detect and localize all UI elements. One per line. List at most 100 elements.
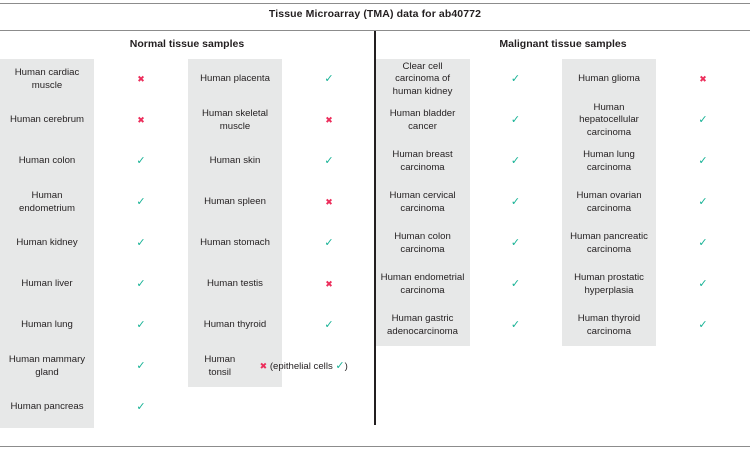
positive-check-icon: ✓	[136, 360, 146, 372]
label-band	[188, 59, 282, 387]
tissue-label: Human cerebrum	[9, 114, 85, 126]
tissue-label: Human kidney	[16, 237, 78, 249]
tissue-label: Human testis	[207, 278, 263, 290]
tissue-label: Human tonsil	[204, 354, 236, 378]
positive-check-icon: ✓	[324, 155, 334, 167]
table-row: Human mammary gland✓	[0, 346, 188, 387]
staining-result: ✓	[656, 114, 750, 127]
table-row: Human cervical carcinoma✓	[376, 182, 562, 223]
positive-check-icon: ✓	[510, 73, 521, 85]
staining-result: ✖	[282, 278, 376, 291]
table-row: Human kidney ✓	[0, 223, 188, 264]
tissue-label: Human endometrial carcinoma	[380, 272, 465, 296]
top-rule	[0, 3, 750, 4]
staining-result: ✓	[282, 73, 376, 86]
tissue-label: Human colon	[18, 155, 76, 167]
staining-result: ✓	[94, 319, 188, 332]
staining-result: ✓	[656, 237, 750, 250]
table-row: Human colon✓	[0, 141, 188, 182]
staining-result: ✓	[469, 196, 562, 209]
table-row: Human lung carcinoma✓	[562, 141, 750, 182]
table-row: Human endometrial carcinoma ✓	[376, 264, 562, 305]
negative-cross-icon: ✖	[699, 74, 707, 84]
positive-check-icon: ✓	[510, 155, 521, 167]
staining-result: ✓	[94, 196, 188, 209]
tissue-label: Human bladder cancer	[389, 108, 456, 132]
tissue-label: Human stomach	[200, 237, 270, 249]
table-row: Human spleen ✖	[188, 182, 376, 223]
positive-check-icon: ✓	[698, 114, 708, 126]
negative-cross-icon: ✖	[137, 115, 145, 125]
staining-result: ✓	[282, 319, 376, 332]
tissue-label: Human colon carcinoma	[394, 231, 451, 255]
tissue-label: Clear cell carcinoma of human kidney	[392, 60, 453, 97]
tissue-label: Human liver	[21, 278, 73, 290]
tissue-label: Human glioma	[578, 73, 640, 85]
positive-check-icon: ✓	[324, 237, 334, 249]
column-rows: Human glioma ✖ Human hepatocellular carcin…	[562, 59, 750, 346]
column-normal-2: Human placenta✓Human skeletal muscle✖Hum…	[188, 59, 376, 387]
column-rows: Human placenta✓Human skeletal muscle✖Hum…	[188, 59, 376, 387]
table-row: Human tonsil ✖ (epithelial cells ✓)	[188, 346, 376, 387]
staining-result: ✖	[656, 73, 750, 86]
tissue-label: Human hepatocellular carcinoma	[579, 101, 639, 138]
positive-check-icon: ✓	[510, 196, 521, 208]
table-row: Human thyroid✓	[188, 305, 376, 346]
staining-result: ✓	[469, 114, 562, 127]
table-row: Human glioma ✖	[562, 59, 750, 100]
positive-check-icon: ✓	[698, 237, 708, 249]
positive-check-icon: ✓	[324, 319, 334, 331]
tissue-label: Human prostatic hyperplasia	[574, 272, 644, 296]
result-note-suffix: )	[344, 361, 348, 372]
positive-check-icon: ✓	[324, 73, 334, 85]
table-row: Human cerebrum ✖	[0, 100, 188, 141]
negative-cross-icon: ✖	[325, 279, 333, 289]
positive-check-icon: ✓	[510, 319, 521, 331]
table-row: Human hepatocellular carcinoma ✓	[562, 100, 750, 141]
column-malignant-2: Human glioma ✖ Human hepatocellular carcin…	[562, 59, 750, 346]
tissue-label: Human spleen	[204, 196, 266, 208]
positive-check-icon: ✓	[136, 196, 146, 208]
tissue-label: Human skeletal muscle	[201, 108, 269, 132]
tissue-label: Human ovarian carcinoma	[576, 190, 642, 214]
table-row: Clear cell carcinoma of human kidney ✓	[376, 59, 562, 100]
table-row: Human skeletal muscle ✖	[188, 100, 376, 141]
table-row: Human skin✓	[188, 141, 376, 182]
staining-result: ✓	[94, 278, 188, 291]
table-row: Human lung✓	[0, 305, 188, 346]
staining-result: ✓	[656, 155, 750, 168]
table-row: Human testis ✖	[188, 264, 376, 305]
table-row: Human ovarian carcinoma ✓	[562, 182, 750, 223]
positive-check-icon: ✓	[136, 237, 146, 249]
group-heading-malignant: Malignant tissue samples	[499, 38, 627, 50]
group-heading-normal: Normal tissue samples	[129, 38, 245, 50]
column-normal-1: Human cardiac muscle✖Human cerebrum✖Huma…	[0, 59, 188, 428]
tissue-label: Human breast carcinoma	[392, 149, 453, 173]
staining-result: ✓	[656, 196, 750, 209]
staining-result: ✖ (epithelial cells ✓)	[252, 360, 376, 373]
staining-result: ✖	[282, 114, 376, 127]
tissue-label: Human thyroid carcinoma	[577, 313, 641, 337]
label-band	[562, 59, 656, 346]
positive-check-icon: ✓	[136, 401, 146, 413]
staining-result: ✓	[469, 319, 562, 332]
table-row: Human pancreatic carcinoma✓	[562, 223, 750, 264]
table-row: Human thyroid carcinoma ✓	[562, 305, 750, 346]
table-row: Human gastric adenocarcinoma ✓	[376, 305, 562, 346]
positive-check-icon: ✓	[698, 319, 708, 331]
table-row: Human endometrium ✓	[0, 182, 188, 223]
staining-result: ✓	[282, 237, 376, 250]
tissue-label: Human gastric adenocarcinoma	[387, 313, 458, 337]
staining-result: ✓	[469, 155, 562, 168]
table-row: Human bladder cancer ✓	[376, 100, 562, 141]
negative-cross-icon: ✖	[325, 197, 333, 207]
staining-result: ✓	[94, 237, 188, 250]
positive-check-icon: ✓	[510, 278, 521, 290]
tissue-label: Human pancreas	[10, 401, 84, 413]
positive-check-icon: ✓	[510, 237, 521, 249]
staining-result: ✓	[469, 278, 562, 291]
tissue-label: Human endometrium	[19, 190, 75, 214]
title-underline-rule	[0, 30, 750, 31]
staining-result: ✖	[94, 114, 188, 127]
